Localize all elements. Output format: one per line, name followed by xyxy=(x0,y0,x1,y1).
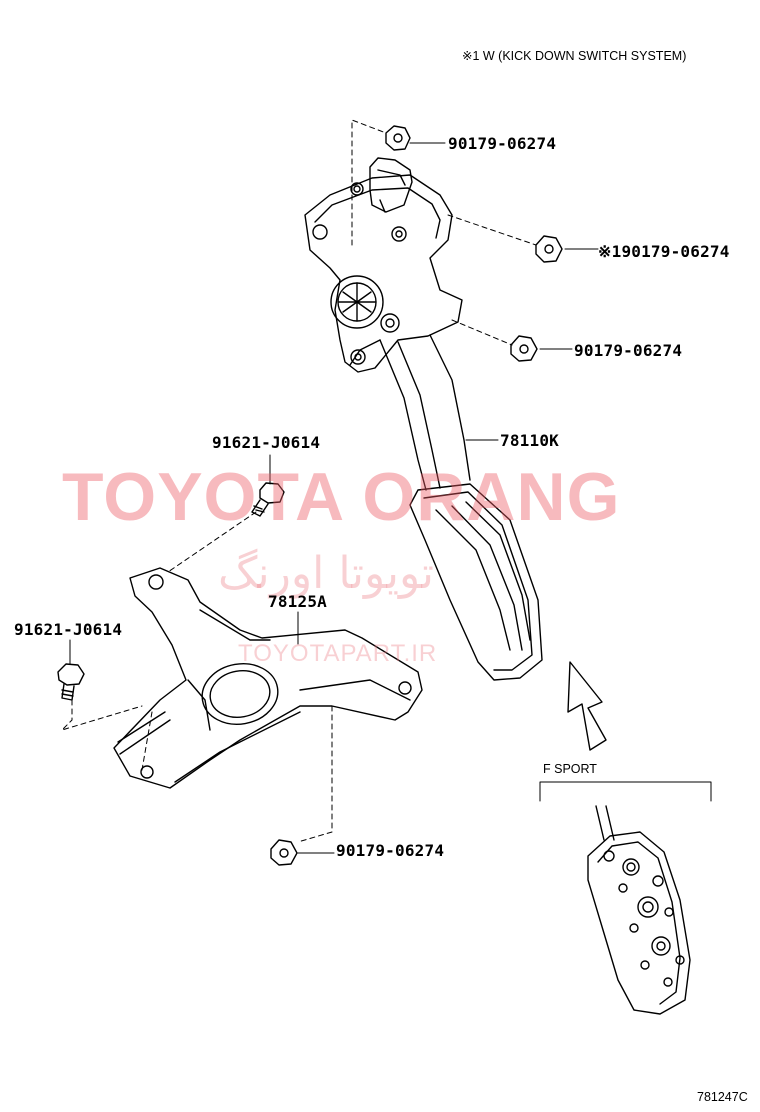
watermark-persian: تویوتا اورنگ xyxy=(218,548,434,599)
nut-kickdown xyxy=(535,235,563,263)
watermark-brand: TOYOTA ORANG xyxy=(62,459,621,535)
bolt-left xyxy=(57,663,85,701)
nut-bottom xyxy=(270,839,298,866)
watermark-url: TOYOTAPART.IR xyxy=(238,640,438,667)
nut-top xyxy=(385,125,411,151)
f-sport-pedal-pad xyxy=(587,805,691,1015)
view-arrow xyxy=(567,661,607,751)
part-label-nut-bottom: 90179-06274 xyxy=(336,841,445,860)
part-label-nut-top: 90179-06274 xyxy=(448,134,557,153)
bolt-upper xyxy=(251,482,285,517)
header-note: ※1 W (KICK DOWN SWITCH SYSTEM) xyxy=(462,49,687,63)
part-label-bolt-left: 91621-J0614 xyxy=(14,620,123,639)
part-label-bolt-upper: 91621-J0614 xyxy=(212,433,321,452)
part-label-bracket: 78125A xyxy=(268,592,327,611)
accelerator-pedal-assembly xyxy=(304,157,543,681)
figure-code: 781247C xyxy=(697,1090,748,1104)
part-label-nut-kickdown: ※190179-06274 xyxy=(598,242,730,261)
variant-label: F SPORT xyxy=(543,762,597,776)
part-label-pedal-assy: 78110K xyxy=(500,431,559,450)
nut-mid xyxy=(510,335,538,362)
part-label-nut-mid: 90179-06274 xyxy=(574,341,683,360)
